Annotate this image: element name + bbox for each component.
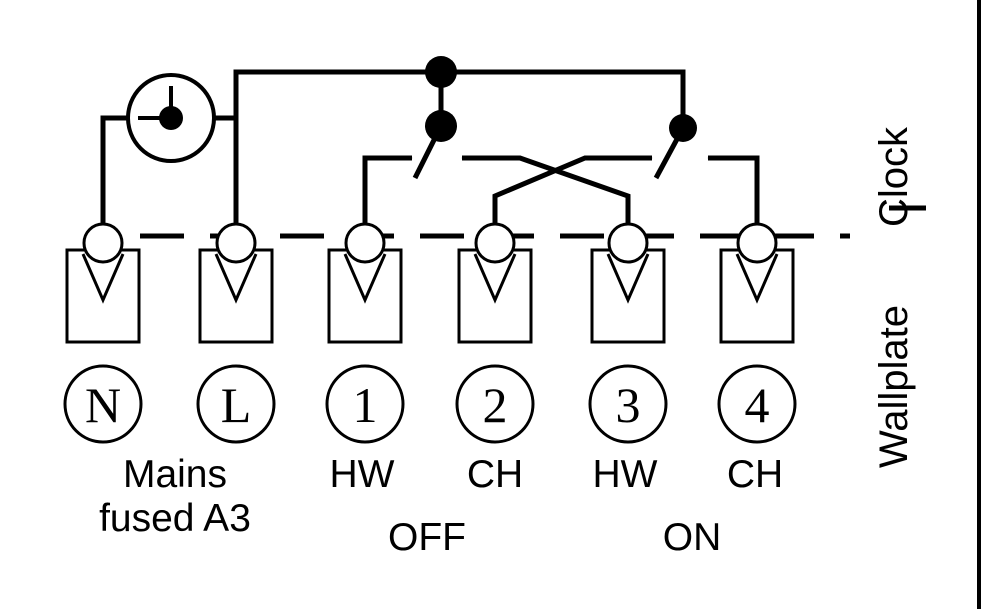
terminal-id-text: 3 [616,377,641,433]
terminal-block-l [198,222,274,344]
terminal-id-text: N [85,377,121,433]
terminal-id-4: 4 [717,364,797,444]
terminal-id-text: 1 [353,377,378,433]
terminal-id-circles: N L 1 2 3 4 [63,364,797,444]
terminal-id-1: 1 [325,364,405,444]
terminal-id-l: L [196,364,276,444]
junction-dots [425,56,697,142]
terminal-id-text: 4 [745,377,770,433]
terminal-id-2: 2 [455,364,535,444]
label-fused: fused A3 [99,497,251,540]
terminal-id-text: L [221,377,252,433]
wallplate-terminal-blocks [65,222,795,344]
label-wallplate: Wallplate [872,305,916,468]
label-t4-function: CH [727,453,783,496]
terminal-block-3 [590,222,666,344]
terminal-block-2 [457,222,533,344]
terminal-block-4 [719,222,795,344]
label-t1-function: HW [330,453,395,496]
terminal-block-n [65,222,141,344]
terminal-block-1 [327,222,403,344]
label-mains: Mains [123,453,227,496]
label-off: OFF [388,516,466,559]
terminal-id-n: N [63,364,143,444]
terminal-id-3: 3 [588,364,668,444]
label-on: ON [663,516,722,559]
label-clock: Clock [872,126,916,227]
label-t2-function: CH [467,453,523,496]
terminal-id-text: 2 [483,377,508,433]
clock-motor-icon [126,73,216,163]
label-t3-function: HW [593,453,658,496]
